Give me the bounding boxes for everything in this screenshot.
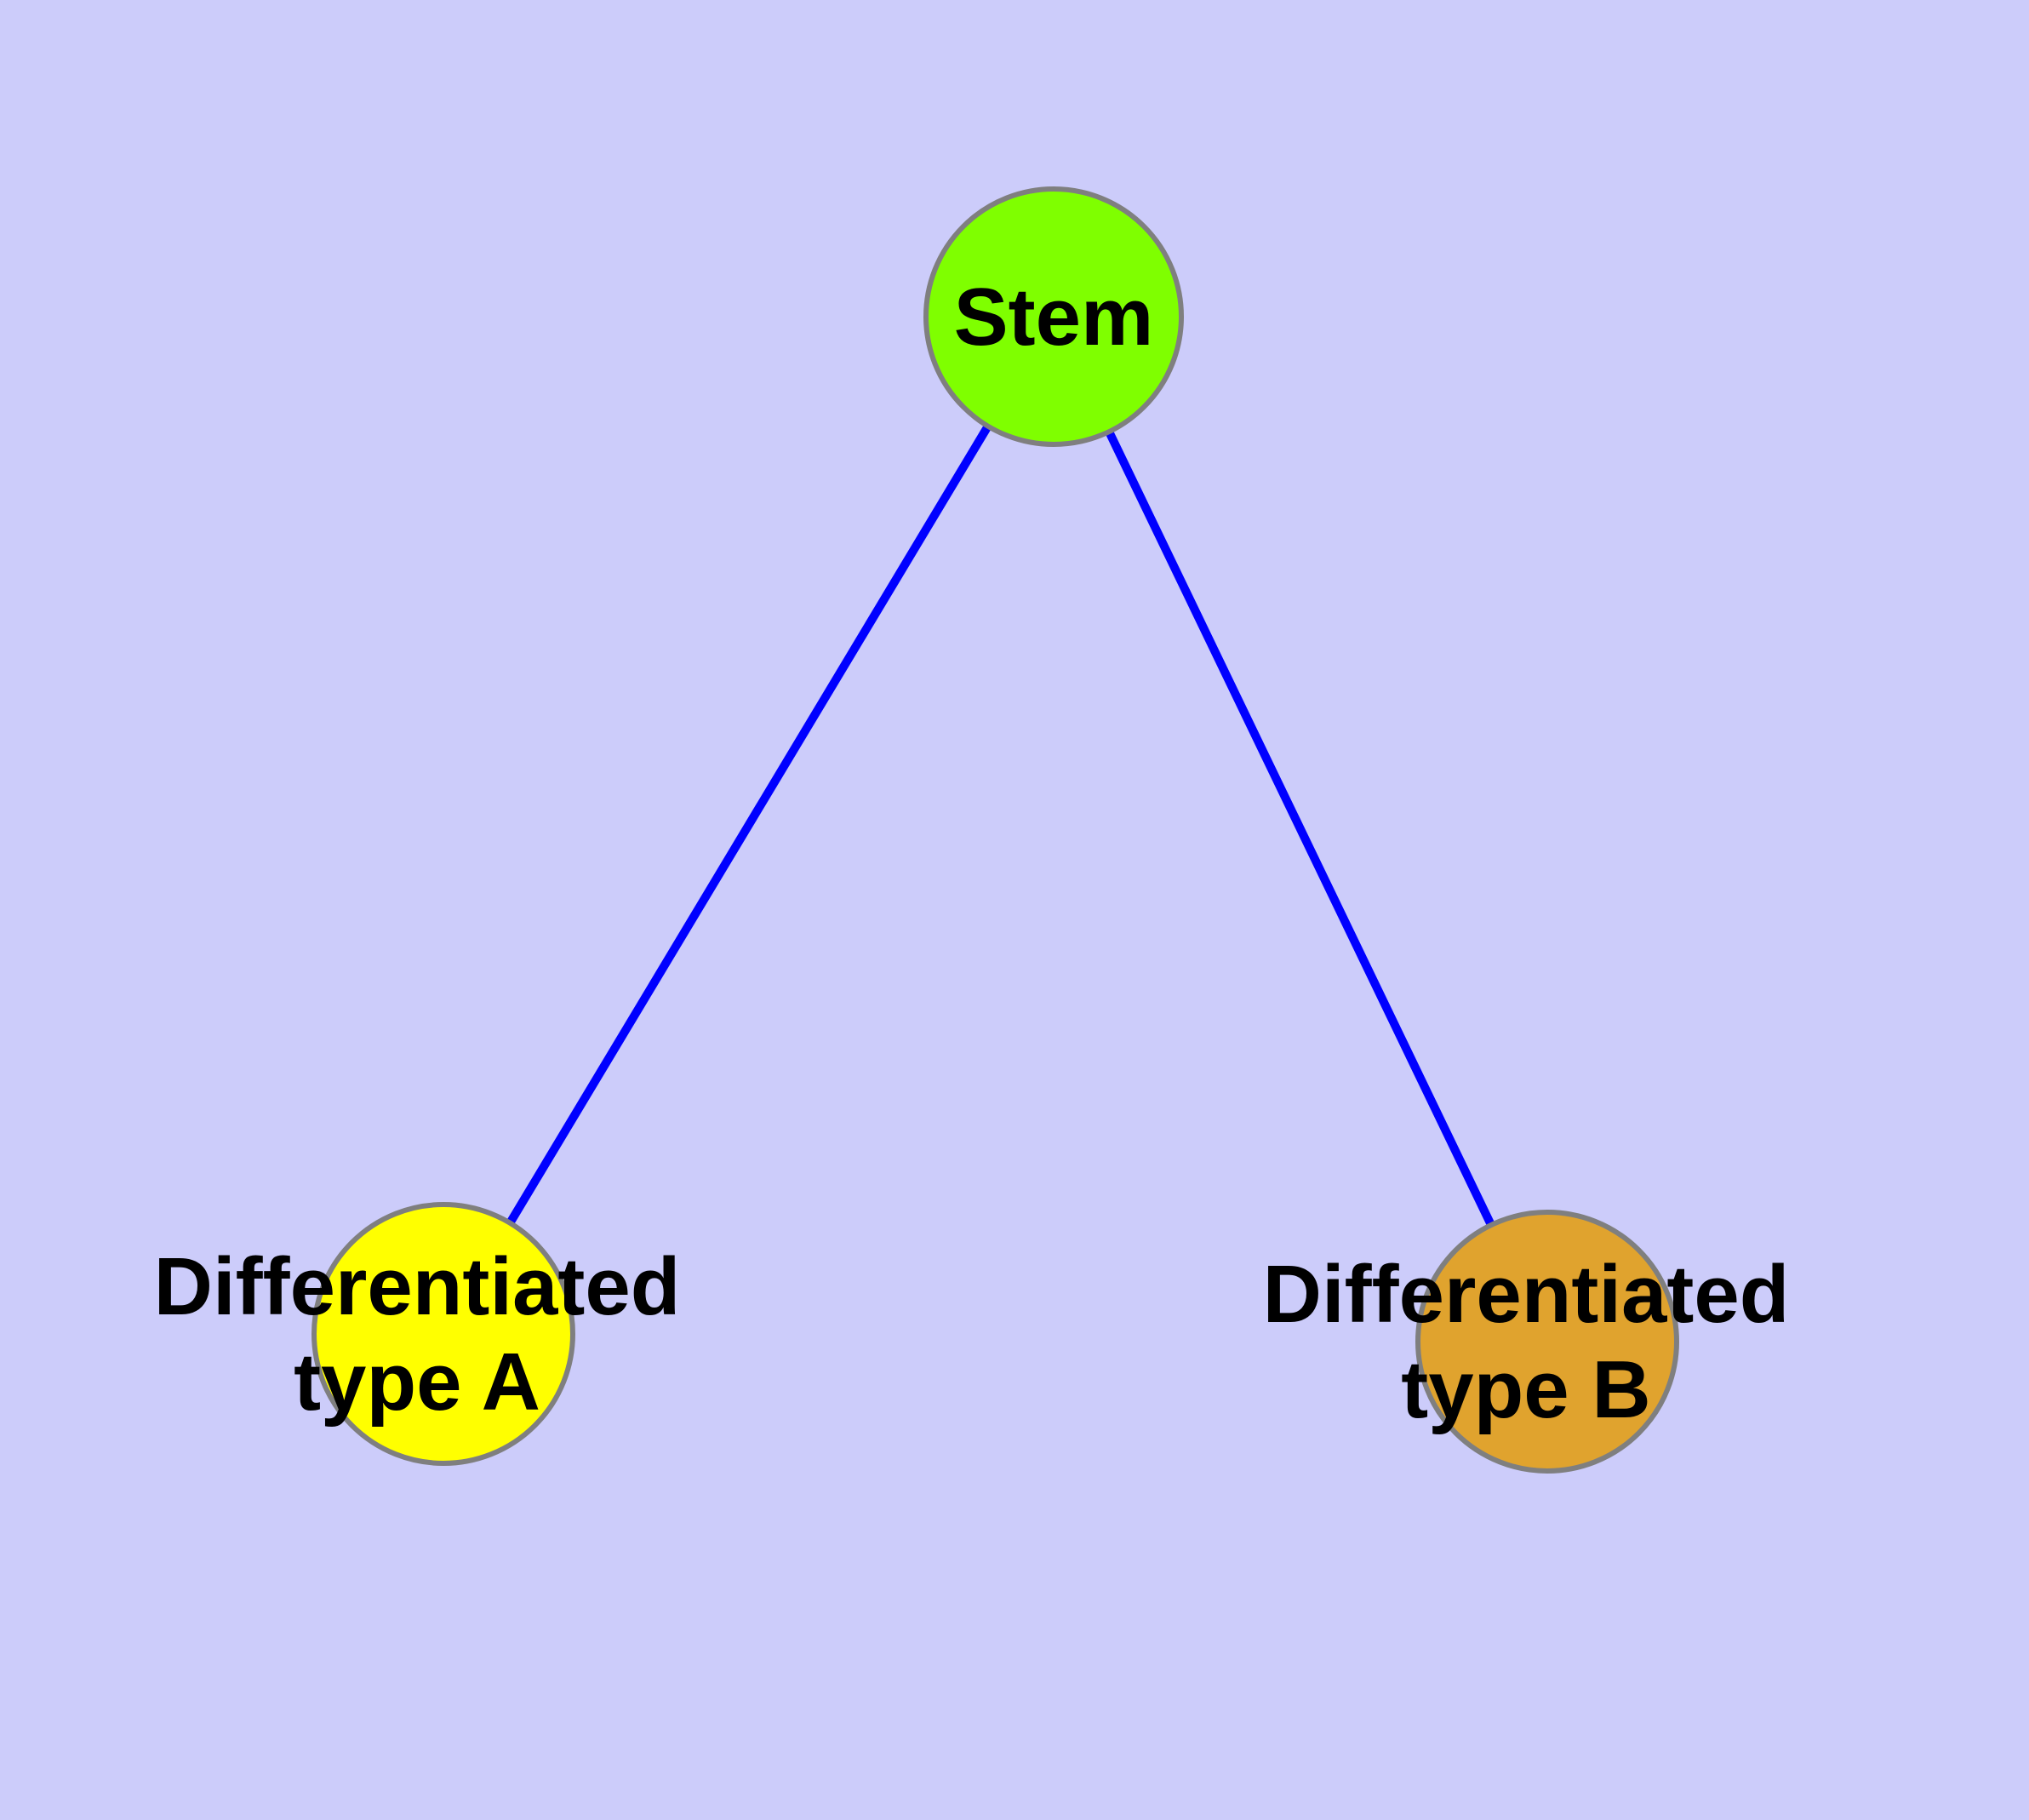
- graph-edge: [1049, 314, 1552, 1344]
- node-label-line: Stem: [954, 272, 1154, 363]
- node-label-line: type A: [294, 1336, 540, 1428]
- edges-layer: [439, 314, 1552, 1344]
- node-label-line: Differentiated: [154, 1241, 681, 1332]
- graph-node-stem[interactable]: Stem: [923, 186, 1184, 447]
- node-label-line: Differentiated: [1263, 1249, 1790, 1340]
- node-circle-diff-b[interactable]: [1415, 1210, 1679, 1474]
- node-label-stem: Stem: [954, 272, 1154, 363]
- node-label-line: type B: [1401, 1344, 1650, 1435]
- node-circle-diff-a[interactable]: [311, 1202, 575, 1466]
- graph-edge: [439, 314, 1058, 1336]
- node-circle-stem[interactable]: [923, 186, 1184, 447]
